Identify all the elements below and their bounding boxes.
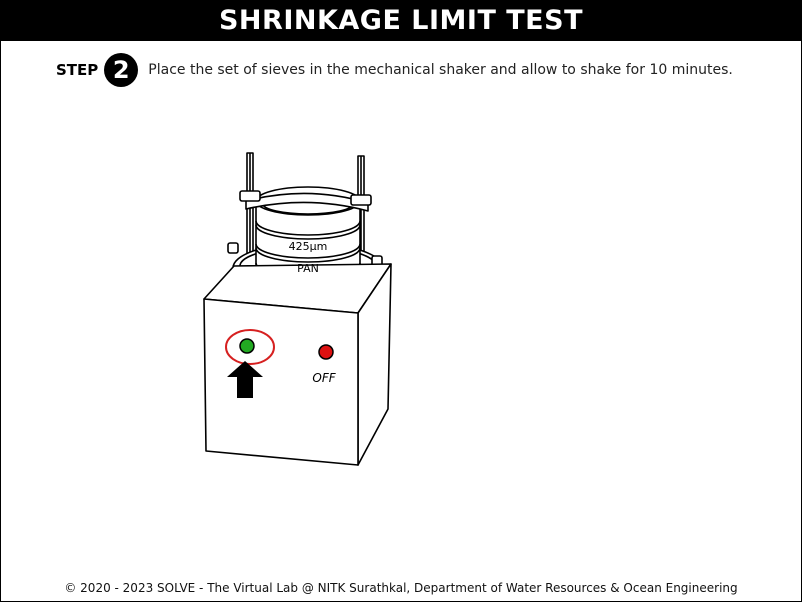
side-knob-left	[227, 242, 239, 254]
step-label: STEP	[56, 61, 99, 79]
step-number-badge: 2	[104, 53, 139, 87]
clamp-knob-left	[239, 190, 261, 202]
on-button[interactable]	[239, 338, 255, 354]
step-instruction-text: Place the set of sieves in the mechanica…	[148, 62, 733, 78]
pan-label: PAN	[297, 262, 319, 275]
on-button-highlight	[225, 329, 275, 365]
footer-copyright: © 2020 - 2023 SOLVE - The Virtual Lab @ …	[64, 581, 738, 595]
sieve-size-label: 425µm	[289, 240, 328, 253]
clamp-knob-right	[350, 194, 372, 206]
sieve-shaker-illustration: 425µm PAN OFF	[203, 152, 392, 466]
page-title: SHRINKAGE LIMIT TEST	[1, 1, 801, 41]
pointer-arrow-icon	[227, 361, 263, 398]
step-instruction: STEP 2 Place the set of sieves in the me…	[56, 53, 733, 87]
off-button[interactable]	[318, 344, 334, 360]
off-label: OFF	[312, 371, 336, 385]
shaker-base	[203, 263, 392, 466]
clamp-bar	[245, 192, 369, 212]
